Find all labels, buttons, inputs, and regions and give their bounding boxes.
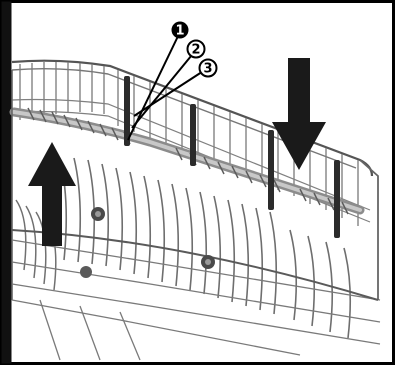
callout-3: 3: [200, 60, 217, 77]
callout-1-label: 1: [175, 24, 184, 39]
callout-2: 2: [188, 41, 205, 58]
callout-1: 1: [172, 22, 189, 39]
callout-3-label: 3: [203, 62, 212, 77]
callout-2-label: 2: [191, 43, 200, 58]
left-frame-strip: [2, 2, 12, 364]
